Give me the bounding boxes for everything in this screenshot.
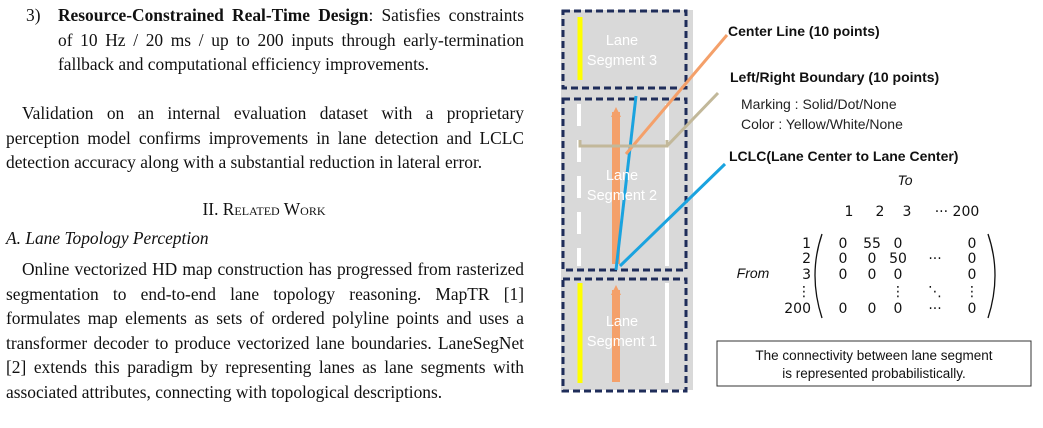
matrix-left-paren [814,233,823,319]
matrix-cell: 0 [839,251,848,267]
center-line-callout [624,34,729,155]
matrix-cell: ··· [928,251,941,267]
matrix-col-header: ··· 200 [935,204,980,220]
matrix-cell: 0 [868,301,877,317]
matrix-cell: 0 [968,236,977,252]
segment-box-1 [561,277,688,393]
text-column: 3) Resource-Constrained Real-Time Design… [6,3,524,402]
matrix-to-label: To [897,172,912,188]
matrix-cell: ⋱ [928,284,942,300]
segment-box-2 [561,97,688,272]
matrix-row-header: 3 [802,267,811,283]
matrix-cell: ⋮ [891,284,905,300]
contribution-item-3: 3) Resource-Constrained Real-Time Design… [26,3,524,77]
matrix-cell: 0 [968,251,977,267]
subsection-title: A. Lane Topology Perception [6,228,209,248]
caption-line: The connectivity between lane segment [755,348,992,363]
matrix-cell: 0 [868,267,877,283]
lclc-callout [618,162,727,268]
matrix-col-header: 2 [876,204,885,220]
matrix-row-header: 1 [802,236,811,252]
caption-box [716,340,1032,387]
marking-text: Marking : Solid/Dot/None [741,96,897,112]
road-background [561,10,693,390]
section-title: II. Related Work [202,199,326,219]
matrix-col-header: 1 [845,204,854,220]
matrix-cell: 0 [894,267,903,283]
list-number: 3) [26,5,41,25]
center-line-label: Center Line (10 points) [728,23,880,39]
caption-text: The connectivity between lane segment is … [755,348,992,381]
matrix-col-header: 3 [903,204,912,220]
matrix-row-header: 2 [802,251,811,267]
lclc-label: LCLC(Lane Center to Lane Center) [729,148,958,164]
matrix-cell: 0 [968,301,977,317]
matrix-row-header: ⋮ [797,284,811,300]
list-item-text: : Satisfies constraints of 10 Hz / 20 ms… [58,5,524,75]
matrix-cell: 0 [839,301,848,317]
matrix-cell: ··· [928,301,941,317]
matrix-cell: 55 [863,236,881,252]
matrix-cell: 0 [839,236,848,252]
matrix-row-header: 200 [784,301,811,317]
matrix-cell: 50 [889,251,907,267]
matrix-right-paren [987,233,996,319]
matrix-cell: 0 [839,267,848,283]
matrix-from-label: From [737,265,770,281]
matrix-cell: ⋮ [965,284,979,300]
matrix-cell: 0 [894,301,903,317]
caption-line: is represented probabilistically. [782,366,966,381]
related-work-paragraph: Online vectorized HD map construction ha… [6,259,524,402]
segment-box-3 [561,9,688,90]
boundary-bracket [578,140,669,148]
matrix-cell: 0 [968,267,977,283]
boundary-callout [665,91,720,148]
list-item-title: Resource-Constrained Real-Time Design [58,5,369,25]
matrix-cell: 0 [868,251,877,267]
boundary-label: Left/Right Boundary (10 points) [730,69,939,85]
matrix-cell: 0 [894,236,903,252]
lclc-connection [614,95,638,271]
color-text: Color : Yellow/White/None [741,116,903,132]
validation-paragraph: Validation on an internal evaluation dat… [6,103,524,173]
